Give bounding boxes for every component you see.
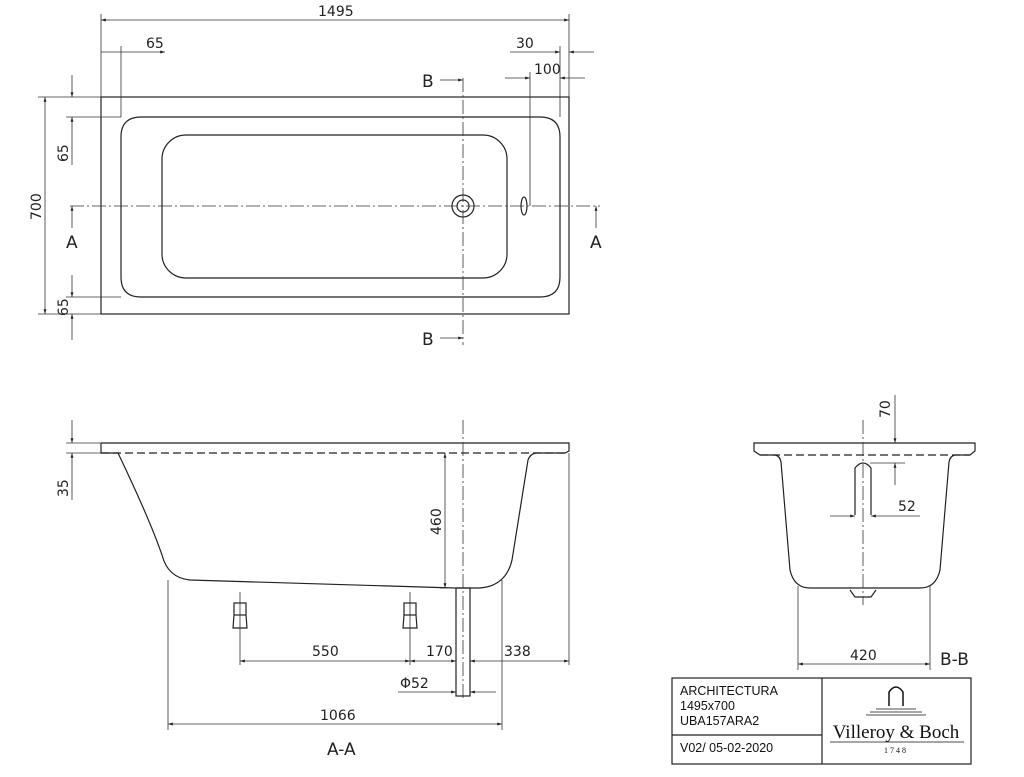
dim-drain-to-end: 338 bbox=[504, 644, 531, 660]
tub-outline bbox=[100, 96, 570, 315]
dim-feet-spacing: 550 bbox=[312, 644, 339, 660]
dim-width: 700 bbox=[29, 193, 45, 220]
section-marker-b-bottom: B bbox=[422, 330, 434, 350]
section-marker-a-left: A bbox=[66, 233, 78, 253]
product-name: ARCHITECTURA bbox=[680, 684, 779, 698]
product-size: 1495x700 bbox=[680, 699, 735, 713]
dim-foot-to-drain: 170 bbox=[426, 644, 453, 660]
dim-rim-height: 35 bbox=[56, 479, 72, 497]
brand-logo-icon bbox=[866, 686, 926, 716]
brand-name: Villeroy & Boch bbox=[833, 722, 960, 743]
section-title-aa: A-A bbox=[327, 740, 356, 760]
dim-bottom-length: 1066 bbox=[320, 708, 356, 724]
dim-rim-right: 30 bbox=[516, 36, 534, 52]
overflow-pipe bbox=[854, 462, 872, 515]
brand-year: 1748 bbox=[884, 746, 908, 755]
dim-overflow-diameter: 52 bbox=[898, 499, 916, 515]
section-marker-a-right: A bbox=[590, 233, 602, 253]
basin-floor bbox=[161, 134, 508, 279]
foot-icon bbox=[232, 592, 248, 665]
product-code: UBA157ARA2 bbox=[680, 714, 759, 728]
foot-icon bbox=[402, 592, 418, 665]
section-marker-b-top: B bbox=[422, 72, 434, 92]
drain-pipe bbox=[455, 587, 471, 697]
section-bb: 70 52 420 B-B bbox=[753, 395, 976, 670]
tub-cross-section bbox=[753, 442, 976, 589]
dim-overflow-height: 70 bbox=[878, 400, 894, 418]
dim-drain-diameter: Φ52 bbox=[400, 676, 429, 692]
dim-rim-top: 65 bbox=[56, 144, 72, 162]
top-view: 1495 65 30 100 700 65 65 A A B B bbox=[29, 4, 602, 350]
section-aa: 35 460 550 170 338 Φ52 1066 A-A bbox=[56, 420, 570, 760]
rim-inner-edge bbox=[120, 116, 561, 298]
dim-rim-bottom: 65 bbox=[56, 298, 72, 316]
tub-profile-right bbox=[101, 442, 570, 589]
dim-overflow-offset: 100 bbox=[534, 62, 561, 78]
dim-rim-left: 65 bbox=[146, 36, 164, 52]
title-block: ARCHITECTURA 1495x700 UBA157ARA2 V02/ 05… bbox=[671, 677, 972, 765]
dim-bottom-width: 420 bbox=[850, 648, 877, 664]
section-title-bb: B-B bbox=[940, 650, 969, 670]
version-date: V02/ 05-02-2020 bbox=[680, 741, 773, 755]
dim-depth: 460 bbox=[429, 508, 445, 535]
dim-length: 1495 bbox=[318, 4, 354, 20]
tub-profile-left bbox=[100, 443, 456, 589]
